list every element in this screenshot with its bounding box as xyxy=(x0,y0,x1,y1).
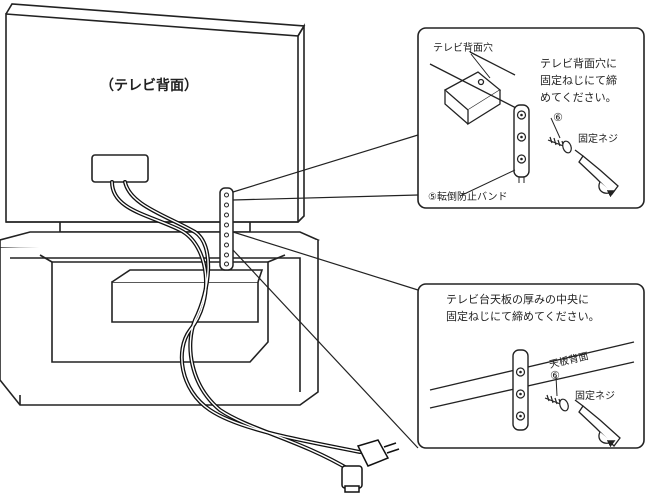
screwdriver-icon-bottom xyxy=(574,399,621,448)
detail-bottom-screw-label: 固定ネジ xyxy=(575,389,615,402)
anti-fall-band-label: ⑤転倒防止バンド xyxy=(428,190,507,203)
screwdriver-icon xyxy=(574,149,619,198)
anti-fall-band xyxy=(219,187,234,271)
detail-top-instruction-line3: めてください。 xyxy=(540,91,617,104)
detail-top-instruction-line1: テレビ背面穴に xyxy=(540,56,617,70)
power-cables-inner xyxy=(111,181,361,471)
screw-icon xyxy=(547,136,572,154)
tv-stand xyxy=(0,231,320,406)
power-plug-icon xyxy=(356,439,400,467)
tv-back-label: （テレビ背面） xyxy=(100,77,198,94)
detail-top-instruction-line2: 固定ねじにて締 xyxy=(540,73,617,87)
detail-top-part-number: ⑥ xyxy=(553,111,563,124)
detail-bottom-instruction-line1: テレビ台天板の厚みの中央に xyxy=(446,292,589,306)
detail-top-screw-label: 固定ネジ xyxy=(578,132,618,145)
detail-bottom-part-number: ⑥ xyxy=(550,369,560,382)
detail-bottom-instruction-line2: 固定ねじにて締めてください。 xyxy=(446,309,600,323)
tv-set xyxy=(5,3,306,233)
detail-box-tv-mount: テレビ背面穴 テレビ背面穴に 固定ねじにて締 めてください。 ⑥ 固定ネジ ⑤転… xyxy=(417,27,645,209)
tv-connector-box xyxy=(91,154,149,183)
screw-icon-bottom xyxy=(544,394,569,412)
tv-back-hole-label: テレビ背面穴 xyxy=(433,41,493,54)
callout-lines xyxy=(232,134,419,449)
ac-adapter-plug-icon xyxy=(341,465,363,493)
detail-box-stand-mount: テレビ台天板の厚みの中央に 固定ねじにて締めてください。 天板背面 ⑥ 固定ネジ xyxy=(417,283,645,449)
